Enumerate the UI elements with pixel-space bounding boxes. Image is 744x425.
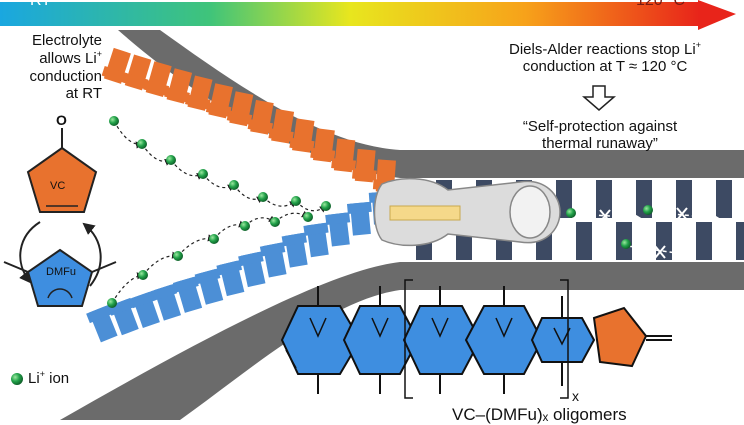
self-protection-quote: “Self-protection against thermal runaway… [490, 118, 710, 153]
dmfu-tooth [107, 297, 139, 336]
hop-arrow [142, 251, 180, 276]
dmfu-tooth [259, 242, 287, 278]
li-ion [270, 217, 280, 227]
vc-tooth [268, 108, 295, 144]
dmfu-molecule-icon [3, 248, 117, 307]
vc-tooth [101, 47, 131, 84]
electrolyte-line-2: allows Li+ [39, 49, 102, 68]
oligomer-subscript: x [572, 388, 579, 404]
closed-tooth [556, 180, 592, 260]
li-ion [321, 201, 331, 211]
li-ion-group [107, 116, 331, 308]
vc-tooth [331, 138, 357, 173]
dmfu-tooth [151, 283, 182, 321]
dmfu-tooth [129, 290, 160, 329]
electrolyte-line-1: Electrolyte [31, 32, 102, 49]
vc-carbonyl-o: O [56, 112, 67, 128]
diels-alder-text: Diels-Alder reactions stop Li+ conductio… [480, 40, 730, 76]
temperature-arrow [0, 0, 736, 30]
vc-tooth [185, 75, 213, 111]
vc-tooth [226, 91, 254, 127]
li-ion [240, 221, 250, 231]
hop-arrow [262, 196, 297, 208]
li-ion [109, 116, 119, 126]
vc-tooth [122, 54, 152, 91]
vc-tooth [205, 83, 233, 119]
li-ion [291, 196, 301, 206]
vc-tooth [289, 118, 315, 153]
li-ion [138, 270, 148, 280]
li-ion [209, 234, 219, 244]
hop-arrow [213, 220, 247, 240]
vc-tooth [310, 128, 336, 163]
cycle-arrow-left-icon [19, 221, 41, 284]
vc-zipper-teeth [101, 47, 398, 193]
block-x-icon [599, 207, 688, 259]
dmfu-tooth [281, 232, 308, 268]
cycle-arrow-right-icon [82, 222, 102, 287]
oligomer-caption: VC–(DMFu)ₓ oligomers [452, 405, 627, 424]
hop-arrow [113, 120, 144, 149]
dmfu-tooth [325, 212, 351, 247]
vc-tooth [143, 61, 172, 97]
zipper-pull [373, 177, 561, 247]
vc-tooth [247, 99, 274, 135]
diels-alder-line-1: Diels-Alder reactions stop Li+ [508, 40, 701, 58]
li-ion [166, 155, 176, 165]
li-ion [258, 192, 268, 202]
li-ion [107, 298, 117, 308]
electrolyte-line-4: at RT [65, 84, 102, 102]
hop-arrow [202, 173, 236, 192]
li-ion [303, 212, 313, 222]
li-ion-legend: Li+ ion [28, 369, 70, 387]
dmfu-tooth [86, 304, 118, 343]
temp-end-label: 120 °C [636, 0, 686, 9]
li-ion [137, 139, 147, 149]
down-arrow-icon [581, 85, 617, 111]
vc-molecule-icon [26, 128, 98, 213]
hop-arrow [177, 234, 216, 257]
diels-alder-line-2: conduction at T ≈ 120 °C [522, 58, 688, 76]
blocked-conduction [566, 205, 720, 259]
dmfu-tooth [216, 260, 245, 297]
dmfu-tooth [238, 251, 266, 288]
temp-start-label: RT [30, 0, 52, 9]
vc-tooth [164, 68, 193, 104]
dmfu-tooth [194, 268, 224, 305]
closed-tooth [716, 180, 744, 260]
closed-tooth [636, 180, 672, 260]
li-ion [173, 251, 183, 261]
li-ion [229, 180, 239, 190]
vc-tooth [352, 148, 377, 183]
quote-line-1: “Self-protection against [522, 118, 678, 135]
electrolyte-line-3: conduction [29, 67, 102, 85]
electrolyte-text: Electrolyte allows Li+ conduction at RT [14, 32, 102, 102]
oligomer-structure [280, 279, 672, 399]
closed-tooth [676, 180, 712, 260]
vc-label: VC [50, 180, 66, 192]
li-ion [198, 169, 208, 179]
li-ion-legend-icon [11, 373, 23, 385]
dmfu-tooth [303, 222, 329, 258]
quote-line-2: thermal runaway” [542, 135, 658, 153]
dmfu-tooth [346, 201, 372, 236]
dmfu-label: DMFu [46, 266, 76, 278]
dmfu-tooth [172, 276, 203, 313]
hop-arrow [111, 272, 145, 304]
